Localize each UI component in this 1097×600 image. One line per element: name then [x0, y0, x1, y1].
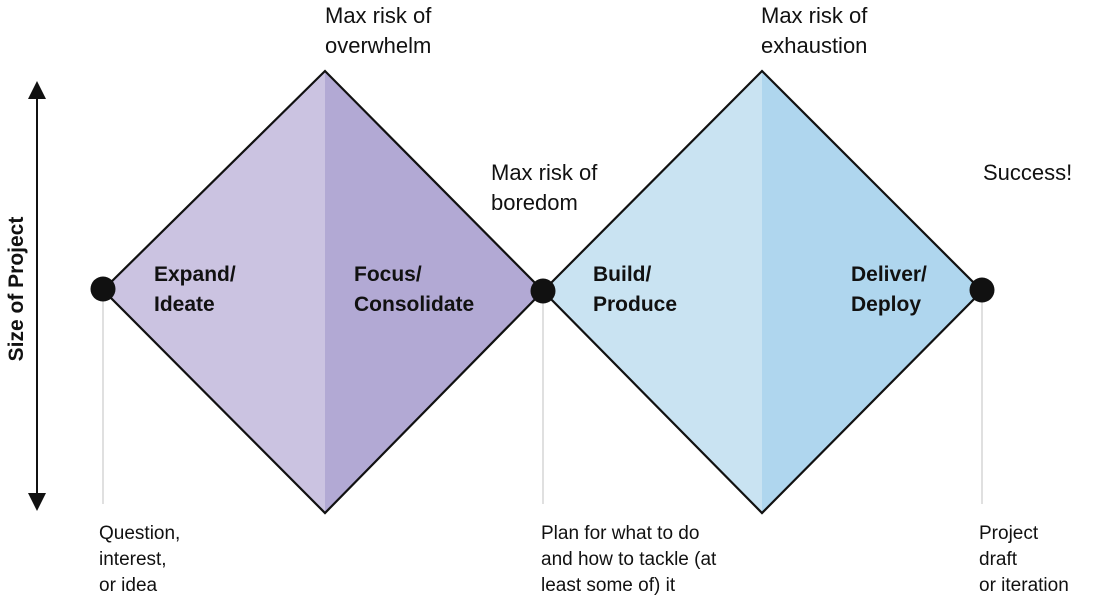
- risk-overwhelm-line2: overwhelm: [325, 33, 432, 58]
- milestone-dot-start: [90, 276, 116, 302]
- risk-boredom-label: Max risk of boredom: [491, 158, 597, 218]
- phase-focus-label: Focus/ Consolidate: [354, 260, 474, 320]
- phase-build-line1: Build/: [593, 263, 652, 286]
- phase-expand-line2: Ideate: [154, 293, 215, 316]
- risk-exhaustion-label: Max risk of exhaustion: [761, 1, 867, 61]
- milestone-end-line3: or iteration: [979, 575, 1069, 596]
- phase-deliver-line2: Deploy: [851, 293, 922, 316]
- phase-focus-line1: Focus/: [354, 263, 422, 286]
- risk-boredom-line2: boredom: [491, 190, 578, 215]
- milestone-middle-line1: Plan for what to do: [541, 523, 700, 544]
- risk-overwhelm-label: Max risk of overwhelm: [325, 1, 431, 61]
- milestone-start-line1: Question,: [99, 523, 181, 544]
- deliver-phase-region: [762, 71, 982, 513]
- phase-deliver-label: Deliver/ Deploy: [851, 260, 927, 320]
- milestone-start-caption: Question, interest, or idea: [99, 521, 180, 599]
- milestone-start-line3: or idea: [99, 575, 158, 596]
- milestone-start-line2: interest,: [99, 549, 167, 570]
- phase-deliver-line1: Deliver/: [851, 263, 927, 286]
- focus-phase-region: [325, 71, 543, 513]
- success-line1: Success!: [983, 160, 1073, 185]
- risk-exhaustion-line1: Max risk of: [761, 3, 868, 28]
- phase-expand-label: Expand/ Ideate: [154, 260, 236, 320]
- build-phase-region: [543, 71, 762, 513]
- phase-build-label: Build/ Produce: [593, 260, 677, 320]
- size-axis-label: Size of Project: [5, 216, 28, 362]
- milestone-end-caption: Project draft or iteration: [979, 521, 1069, 599]
- phase-focus-line2: Consolidate: [354, 293, 475, 316]
- milestone-end-line1: Project: [979, 523, 1039, 544]
- phase-build-line2: Produce: [593, 293, 678, 316]
- milestone-middle-caption: Plan for what to do and how to tackle (a…: [541, 521, 716, 599]
- phase-expand-line1: Expand/: [154, 263, 236, 286]
- risk-overwhelm-line1: Max risk of: [325, 3, 432, 28]
- milestone-dot-end: [969, 277, 995, 303]
- success-label: Success!: [983, 158, 1072, 188]
- milestone-end-line2: draft: [979, 549, 1018, 570]
- milestone-dot-middle: [530, 278, 556, 304]
- milestone-middle-line3: least some of) it: [541, 575, 676, 596]
- expand-phase-region: [103, 71, 325, 513]
- milestone-middle-line2: and how to tackle (at: [541, 549, 717, 570]
- risk-boredom-line1: Max risk of: [491, 160, 598, 185]
- risk-exhaustion-line2: exhaustion: [761, 33, 868, 58]
